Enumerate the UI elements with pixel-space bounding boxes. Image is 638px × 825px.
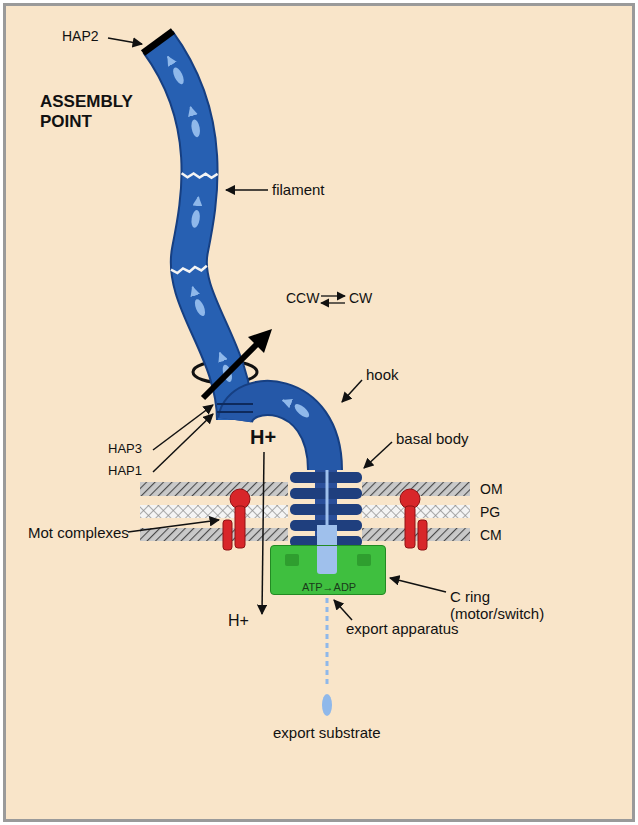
part-label: HAP2 (62, 28, 99, 44)
flow-arrow (168, 57, 173, 65)
part-label: export substrate (273, 724, 381, 741)
part-label: H+ (228, 612, 249, 630)
part-label: basal body (396, 430, 469, 447)
flow-oval (293, 402, 312, 420)
rotation-arrowhead (248, 329, 272, 353)
part-label: CW (349, 290, 372, 306)
rotation-arrow (203, 343, 258, 398)
filament-break (182, 173, 218, 178)
export-channel (326, 470, 329, 540)
c-ring-notch (357, 554, 371, 566)
part-label: PG (480, 504, 500, 520)
flow-marks (168, 57, 311, 420)
c-ring-motor: ATP→ADP (270, 545, 386, 595)
c-ring-notch (285, 554, 299, 566)
hap2-cap (143, 31, 173, 53)
filament-break (171, 266, 207, 273)
flow-oval (171, 66, 186, 86)
part-label: Mot complexes (28, 524, 129, 541)
export-apparatus (317, 546, 337, 574)
export-substrate-oval (322, 694, 332, 716)
flow-arrow (283, 400, 291, 403)
part-label: hook (366, 366, 399, 383)
mot-complex (223, 489, 250, 550)
hook (235, 398, 325, 470)
cytoplasmic-membrane (140, 528, 288, 541)
part-label: HAP3 (108, 442, 142, 457)
hap3-band (217, 403, 253, 405)
part-label: CCW (286, 290, 319, 306)
flow-arrow (220, 353, 223, 361)
hook-outline (235, 398, 325, 470)
leader-lines (108, 38, 446, 620)
part-label: export apparatus (346, 620, 459, 637)
mot-complex (400, 489, 427, 550)
part-label: OM (480, 481, 503, 497)
part-label: HAP1 (108, 464, 142, 479)
node-text: ATP→ADP (302, 581, 356, 593)
flow-oval (193, 298, 207, 318)
switch-arrow (321, 302, 345, 303)
part-label: filament (272, 181, 325, 198)
export-path (326, 598, 329, 688)
outer-membrane (140, 482, 288, 496)
part-label: H+ (250, 426, 276, 449)
hap1-band (217, 411, 253, 413)
filament (158, 42, 235, 420)
flow-arrow (191, 107, 193, 116)
part-label: CM (480, 527, 502, 543)
part-label: ASSEMBLY POINT (40, 92, 160, 131)
cytoplasmic-membrane (362, 528, 470, 541)
part-label: C ring (motor/switch) (450, 588, 560, 623)
flow-arrow (193, 287, 196, 296)
proton-arrow (262, 452, 264, 614)
flow-oval (190, 119, 201, 138)
flow-oval (190, 209, 201, 228)
peptidoglycan (140, 505, 288, 518)
filament-outline (158, 42, 235, 420)
switch-arrow (321, 295, 345, 296)
flow-arrow (196, 197, 199, 206)
